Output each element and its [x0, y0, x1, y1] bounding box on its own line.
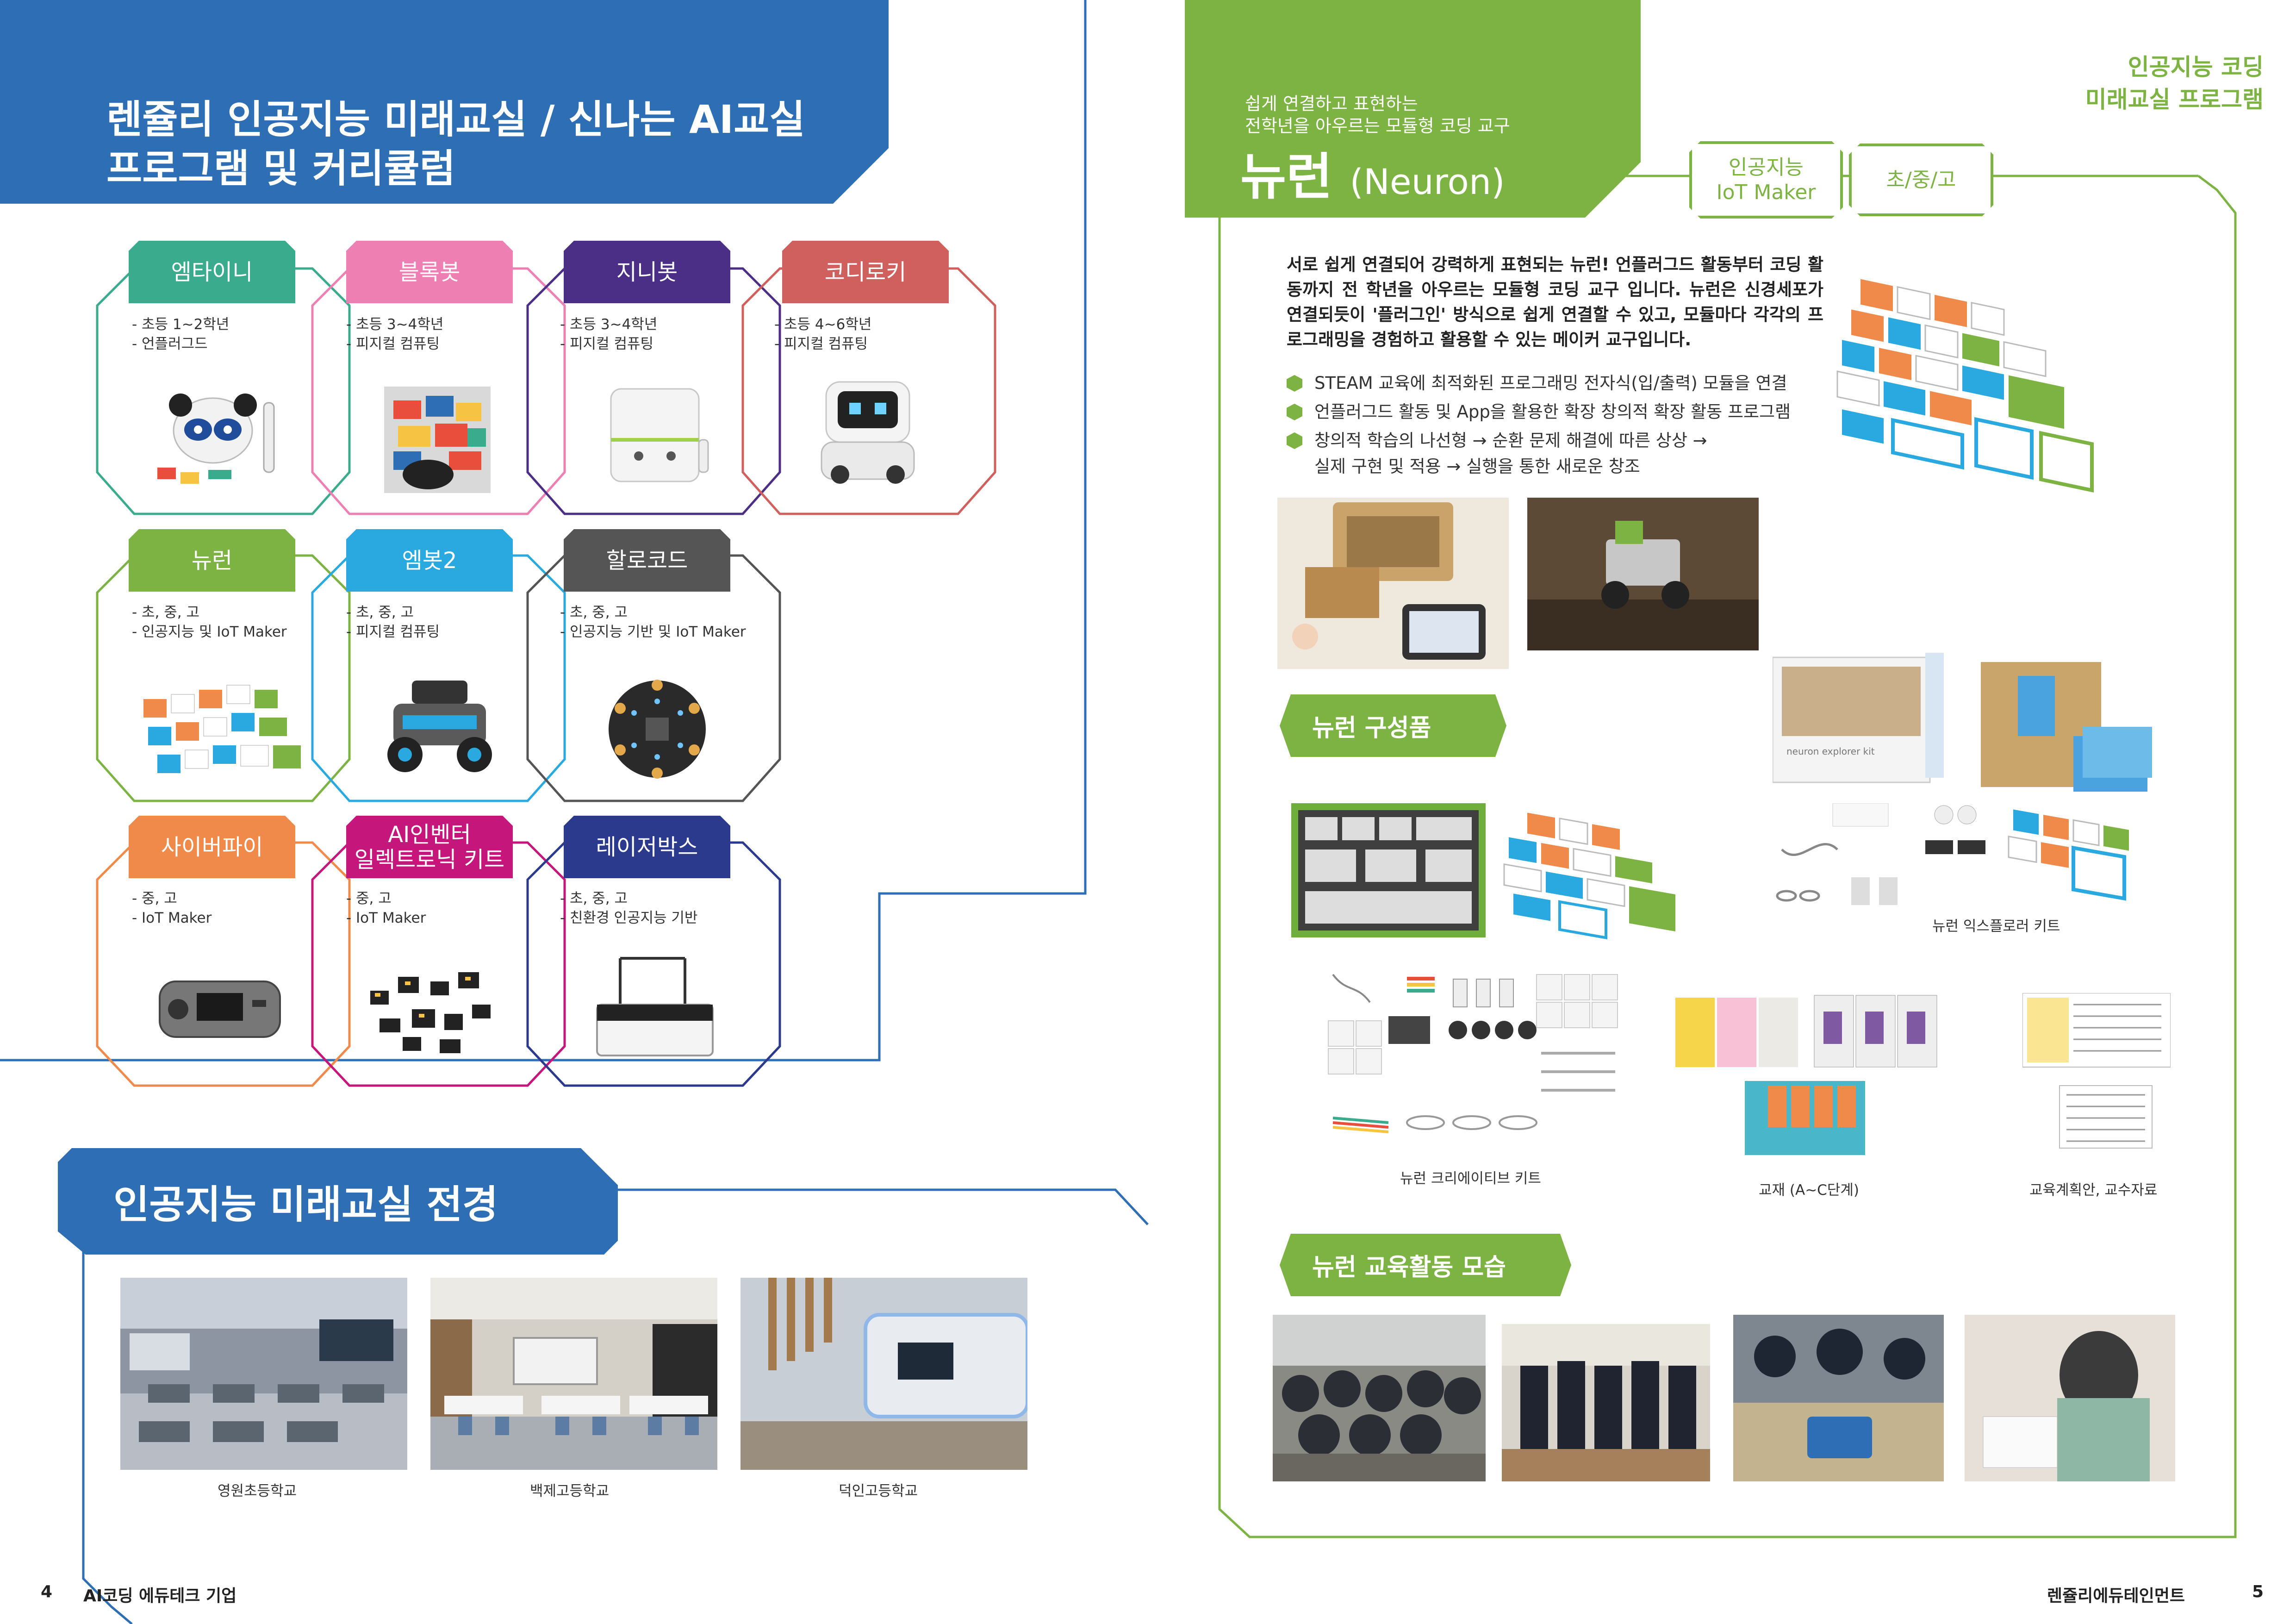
- right-footer-text: 렌쥴리에듀테인먼트: [2047, 1587, 2185, 1605]
- program-tag-mtiny: 엠타이니: [129, 241, 295, 303]
- program-tag-ai-inventor: AI인벤터 일렉트로닉 키트: [346, 816, 513, 878]
- caption-deogin: 덕인고등학교: [839, 1483, 918, 1499]
- neuron-modules-image: [1836, 279, 2094, 493]
- codyrocky-product-image: [821, 381, 915, 484]
- corner-title-line2: 미래교실 프로그램: [2085, 86, 2264, 113]
- left-header-banner: [0, 0, 889, 204]
- neuron-title-ko: 뉴런: [1240, 148, 1332, 206]
- classroom-section-title: 인공지능 미래교실 전경: [58, 1148, 618, 1255]
- program-desc-cyberpi: - 중, 고- IoT Maker: [132, 890, 212, 926]
- cyberpi-product-image: [159, 981, 281, 1038]
- activity-photo-3: [1733, 1315, 1944, 1481]
- neuron-subtitle-line1: 쉽게 연결하고 표현하는: [1245, 94, 1418, 114]
- kit-box-label: neuron explorer kit: [1786, 746, 1875, 757]
- program-tag-laserbox: 레이저박스: [564, 816, 730, 878]
- left-title-line1: 렌쥴리 인공지능 미래교실 / 신나는 AI교실: [106, 97, 805, 142]
- program-tag-codyrocky: 코디로키: [782, 241, 949, 303]
- program-desc-neuron: - 초, 중, 고- 인공지능 및 IoT Maker: [132, 604, 287, 640]
- neuron-booklets-image: [1981, 662, 2152, 792]
- program-tag-cyberpi: 사이버파이: [129, 816, 295, 878]
- neuron-title: 뉴런 (Neuron): [1240, 147, 1505, 212]
- activity-section-title: 뉴런 교육활동 모습: [1280, 1234, 1571, 1296]
- program-tag-mbot2: 엠봇2: [346, 529, 513, 592]
- left-footer-text: AI코딩 에듀테크 기업: [83, 1587, 237, 1605]
- neuron-product-image: [143, 685, 301, 773]
- corner-title-line1: 인공지능 코딩: [2128, 54, 2264, 81]
- program-desc-codyrocky: - 초등 4~6학년- 피지컬 컴퓨팅: [774, 316, 872, 352]
- program-tag-geniebot: 지니봇: [564, 241, 730, 303]
- left-page-title: 렌쥴리 인공지능 미래교실 / 신나는 AI교실 프로그램 및 커리큘럼: [106, 95, 805, 193]
- caption-plan: 교육계획안, 교수자료: [2029, 1182, 2158, 1199]
- program-desc-laserbox: - 초, 중, 고- 친환경 인공지능 기반: [560, 890, 698, 926]
- program-desc-geniebot: - 초등 3~4학년- 피지컬 컴퓨팅: [560, 316, 658, 352]
- program-desc-blockbot: - 초등 3~4학년- 피지컬 컴퓨팅: [346, 316, 444, 352]
- geniebot-product-image: [610, 388, 709, 482]
- neuron-explorer-kit-contents: [1776, 803, 2129, 905]
- bullet-item-2: 언플러그드 활동 및 App을 활용한 확장 창의적 확장 활동 프로그램: [1287, 399, 1823, 425]
- neuron-modules-creative-image: [1503, 812, 1675, 940]
- hexagon-bullet-icon: [1287, 432, 1302, 449]
- neuron-explorer-kit-box: neuron explorer kit: [1773, 653, 1944, 783]
- blockbot-product-image: [384, 387, 491, 493]
- neuron-intro-paragraph: 서로 쉽게 연결되어 강력하게 표현되는 뉴런! 언플러그드 활동부터 코딩 활…: [1287, 255, 1823, 350]
- hexagon-bullet-icon: [1287, 375, 1302, 392]
- mbot2-product-image: [387, 681, 492, 772]
- caption-baekje: 백제고등학교: [530, 1483, 610, 1499]
- tag-grade-level: 초/중/고: [1849, 144, 1993, 216]
- neuron-subtitle: 쉽게 연결하고 표현하는 전학년을 아우르는 모듈형 코딩 교구: [1245, 93, 1510, 137]
- caption-yeongwon: 영원초등학교: [218, 1483, 297, 1499]
- bullet-item-3: 창의적 학습의 나선형 → 순환 문제 해결에 따른 상상 →실제 구현 및 적…: [1287, 428, 1823, 480]
- halocode-product-image: [609, 680, 706, 779]
- program-tag-halocode: 할로코드: [564, 529, 730, 592]
- caption-creative-kit: 뉴런 크리에이티브 키트: [1400, 1170, 1541, 1187]
- school-photo-baekje: [430, 1278, 717, 1470]
- neuron-activity-photo-2: [1527, 498, 1759, 650]
- neuron-subtitle-line2: 전학년을 아우르는 모듈형 코딩 교구: [1245, 116, 1510, 136]
- neuron-case-image: [1291, 803, 1486, 937]
- program-desc-mtiny: - 초등 1~2학년- 언플러그드: [132, 316, 230, 352]
- caption-explorer-kit: 뉴런 익스플로러 키트: [1932, 918, 2060, 935]
- right-corner-title: 인공지능 코딩 미래교실 프로그램: [2085, 51, 2264, 116]
- right-header-banner: [1185, 0, 1641, 218]
- right-page-number: 5: [2252, 1582, 2264, 1601]
- program-tag-neuron: 뉴런: [129, 529, 295, 592]
- activity-photo-1: [1273, 1315, 1486, 1481]
- left-page-number: 4: [41, 1582, 53, 1601]
- activity-photo-2: [1502, 1324, 1710, 1481]
- program-tag-blockbot: 블록봇: [346, 241, 513, 303]
- ai-inventor-kit-product-image: [370, 972, 491, 1053]
- program-desc-mbot2: - 초, 중, 고- 피지컬 컴퓨팅: [346, 604, 440, 640]
- school-photo-yeongwon: [120, 1278, 407, 1470]
- education-plan-documents: [2022, 993, 2171, 1149]
- bullet-item-1: STEAM 교육에 최적화된 프로그래밍 전자식(입/출력) 모듈을 연결: [1287, 370, 1823, 396]
- neuron-creative-kit-contents: [1328, 974, 1618, 1133]
- components-section-title: 뉴런 구성품: [1280, 694, 1506, 757]
- activity-photo-4: [1965, 1315, 2175, 1481]
- left-title-line2: 프로그램 및 커리큘럼: [106, 146, 456, 191]
- program-desc-ai-inventor: - 중, 고- IoT Maker: [346, 890, 426, 926]
- school-photo-deogin: [740, 1278, 1027, 1470]
- neuron-activity-photo-1: [1277, 498, 1509, 669]
- laserbox-product-image: [596, 957, 714, 1056]
- caption-textbook: 교재 (A~C단계): [1759, 1182, 1859, 1199]
- hexagon-bullet-icon: [1287, 404, 1302, 420]
- neuron-title-en: (Neuron): [1350, 161, 1505, 202]
- neuron-textbooks-image: [1675, 995, 1937, 1155]
- program-desc-halocode: - 초, 중, 고- 인공지능 기반 및 IoT Maker: [560, 604, 746, 640]
- mtiny-product-image: [157, 394, 275, 484]
